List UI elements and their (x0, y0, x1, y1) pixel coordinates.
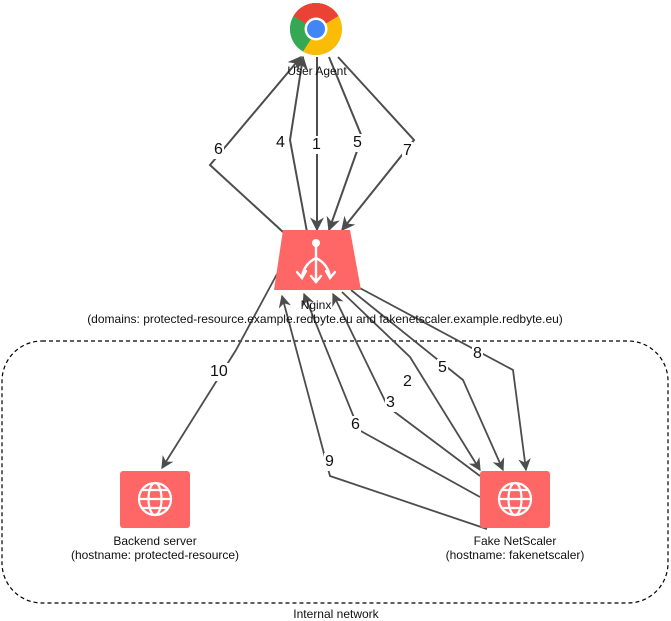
backend-sublabel: (hostname: protected-resource) (70, 548, 240, 562)
edge-label-8: 8 (472, 345, 483, 363)
edge-label-6-bottom: 6 (350, 416, 361, 434)
nginx-node (274, 230, 361, 290)
edge-9 (278, 294, 488, 530)
edge-label-3: 3 (385, 394, 396, 412)
edge-label-9: 9 (324, 453, 335, 471)
edge-label-2: 2 (402, 373, 413, 391)
edge-label-5-bottom: 5 (437, 359, 448, 377)
nginx-label: Nginx (300, 298, 332, 312)
edge-label-1: 1 (311, 136, 322, 154)
edge-label-6-top: 6 (213, 141, 224, 159)
internal-network-label: Internal network (293, 607, 379, 621)
netscaler-sublabel: (hostname: fakenetscaler) (445, 548, 585, 562)
edge-7-down (337, 56, 416, 232)
edge-2 (341, 291, 481, 472)
edge-label-10: 10 (209, 363, 229, 381)
netscaler-label: Fake NetScaler (473, 534, 557, 548)
netscaler-node (480, 471, 550, 528)
edge-4-up (288, 55, 308, 233)
backend-server-node (120, 471, 190, 528)
chrome-browser-icon (290, 3, 342, 55)
edge-label-7: 7 (402, 142, 413, 160)
edge-label-5-top: 5 (352, 134, 363, 152)
edge-10 (161, 273, 278, 470)
edge-5 (350, 289, 505, 472)
globe-icon (137, 481, 173, 517)
user-agent-label: User Agent (287, 64, 347, 78)
nginx-sublabel: (domains: protected-resource.example.red… (87, 312, 563, 326)
edges-backend (161, 273, 278, 470)
globe-icon (497, 481, 533, 517)
backend-label: Backend server (113, 534, 197, 548)
internal-network-boundary (1, 340, 669, 604)
edge-6-up (208, 55, 302, 233)
edge-label-4: 4 (275, 134, 286, 152)
edge-8 (355, 285, 531, 472)
load-balancer-icon (295, 239, 337, 284)
